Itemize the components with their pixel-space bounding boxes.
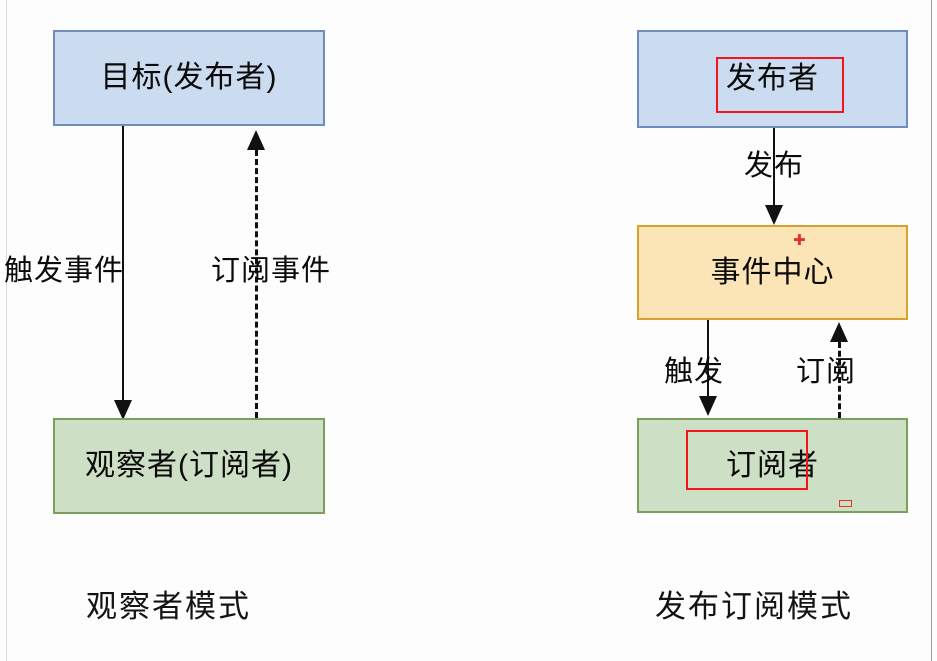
edge-publish-line	[773, 128, 775, 218]
caption-pubsub-pattern: 发布订阅模式	[655, 589, 853, 624]
edge-subscribe-label: 订阅	[796, 356, 857, 388]
edge-subscribe-line	[838, 342, 841, 418]
node-event-center[interactable]: 事件中心	[637, 225, 908, 320]
node-target-publisher-label: 目标(发布者)	[100, 61, 278, 94]
annotation-publisher-highlight	[716, 57, 844, 113]
edge-trigger-event-arrowhead	[114, 400, 132, 420]
edge-publish-label: 发布	[744, 150, 805, 182]
edge-trigger-label: 触发	[664, 356, 725, 388]
node-subscriber[interactable]: 订阅者	[637, 418, 908, 513]
edge-trigger-line	[707, 320, 709, 401]
edge-subscribe-event-arrowhead	[247, 130, 265, 150]
page-edge-line-left	[6, 0, 7, 661]
edge-trigger-event-line	[122, 126, 124, 407]
edge-subscribe-event-label: 订阅事件	[211, 255, 332, 287]
annotation-event-center-plus-icon: ✚	[793, 231, 806, 249]
node-observer-subscriber[interactable]: 观察者(订阅者)	[53, 418, 325, 514]
annotation-subscriber-highlight	[686, 430, 808, 490]
edge-publish-arrowhead	[765, 205, 783, 225]
edge-trigger-event-label: 触发事件	[4, 255, 125, 287]
node-target-publisher[interactable]: 目标(发布者)	[53, 30, 325, 126]
node-observer-subscriber-label: 观察者(订阅者)	[85, 449, 293, 482]
caption-observer-pattern: 观察者模式	[86, 589, 251, 624]
edge-trigger-arrowhead	[699, 396, 717, 416]
page-edge-line-right	[931, 0, 932, 661]
node-subscriber-label: 订阅者	[726, 448, 819, 482]
node-event-center-label: 事件中心	[710, 255, 835, 289]
edge-subscribe-event-line	[255, 150, 258, 418]
annotation-subscriber-dash-mark	[839, 500, 852, 507]
node-publisher-label: 发布者	[726, 62, 819, 95]
edge-subscribe-arrowhead	[830, 322, 848, 342]
